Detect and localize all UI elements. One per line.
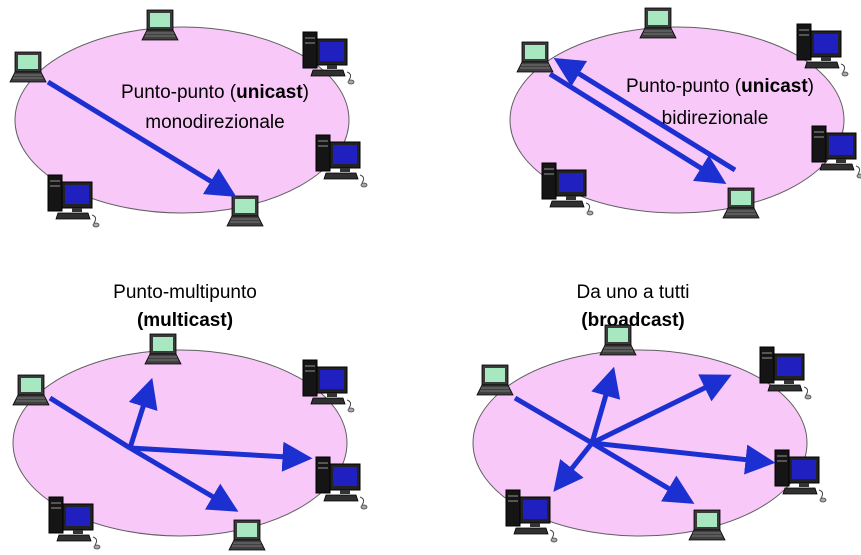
- desktop-computer-icon: [48, 496, 101, 550]
- arrow: [590, 374, 732, 446]
- panel-multicast: Punto-multipunto (multicast): [12, 282, 368, 551]
- laptop-icon: [228, 519, 266, 551]
- arrow: [589, 366, 621, 444]
- network-ellipse: [14, 26, 350, 214]
- desktop-computer-icon: [302, 359, 355, 413]
- panel-title: Punto-multipunto: [113, 282, 257, 303]
- desktop-computer-icon: [541, 162, 594, 216]
- laptop-icon: [12, 374, 50, 406]
- desktop-computer-icon: [796, 23, 849, 77]
- panel-title: Da uno a tutti: [576, 282, 689, 303]
- arrow: [129, 441, 313, 472]
- panel-label-line1: Punto-punto (unicast): [626, 76, 814, 97]
- arrow: [46, 79, 237, 197]
- panel-broadcast: Da uno a tutti (broadcast): [472, 282, 827, 543]
- laptop-icon: [141, 9, 179, 41]
- panel-subtitle: (multicast): [137, 310, 233, 331]
- panel-unicast-bi: Punto-punto (unicast) bidirezionale: [509, 7, 861, 219]
- desktop-computer-icon: [302, 31, 355, 85]
- desktop-computer-icon: [759, 346, 812, 400]
- panel-unicast-mono: Punto-punto (unicast) monodirezionale: [9, 9, 368, 228]
- arrow: [548, 71, 727, 184]
- desktop-computer-icon: [315, 134, 368, 188]
- arrow: [553, 441, 594, 492]
- arrow: [127, 377, 158, 449]
- panel-label-line1: Punto-punto (unicast): [121, 82, 309, 103]
- desktop-computer-icon: [505, 489, 558, 543]
- panel-label-line2: monodirezionale: [145, 112, 284, 133]
- desktop-computer-icon: [315, 456, 368, 510]
- desktop-computer-icon: [774, 449, 827, 503]
- laptop-icon: [688, 509, 726, 541]
- arrow: [128, 445, 239, 512]
- laptop-icon: [639, 7, 677, 39]
- laptop-icon: [144, 333, 182, 365]
- panel-subtitle: (broadcast): [581, 310, 684, 331]
- desktop-computer-icon: [47, 174, 100, 228]
- arrow: [591, 440, 776, 475]
- arrow: [590, 440, 695, 504]
- laptop-icon: [226, 195, 264, 227]
- arrow: [553, 58, 737, 173]
- laptop-icon: [9, 51, 47, 83]
- laptop-icon: [599, 324, 637, 356]
- arrow: [48, 395, 132, 451]
- laptop-icon: [722, 187, 760, 219]
- arrow: [513, 395, 594, 446]
- laptop-icon: [476, 364, 514, 396]
- desktop-computer-icon: [811, 125, 861, 179]
- network-ellipse: [12, 349, 348, 537]
- network-ellipse: [509, 26, 845, 214]
- laptop-icon: [516, 41, 554, 73]
- panel-label-line2: bidirezionale: [662, 108, 769, 129]
